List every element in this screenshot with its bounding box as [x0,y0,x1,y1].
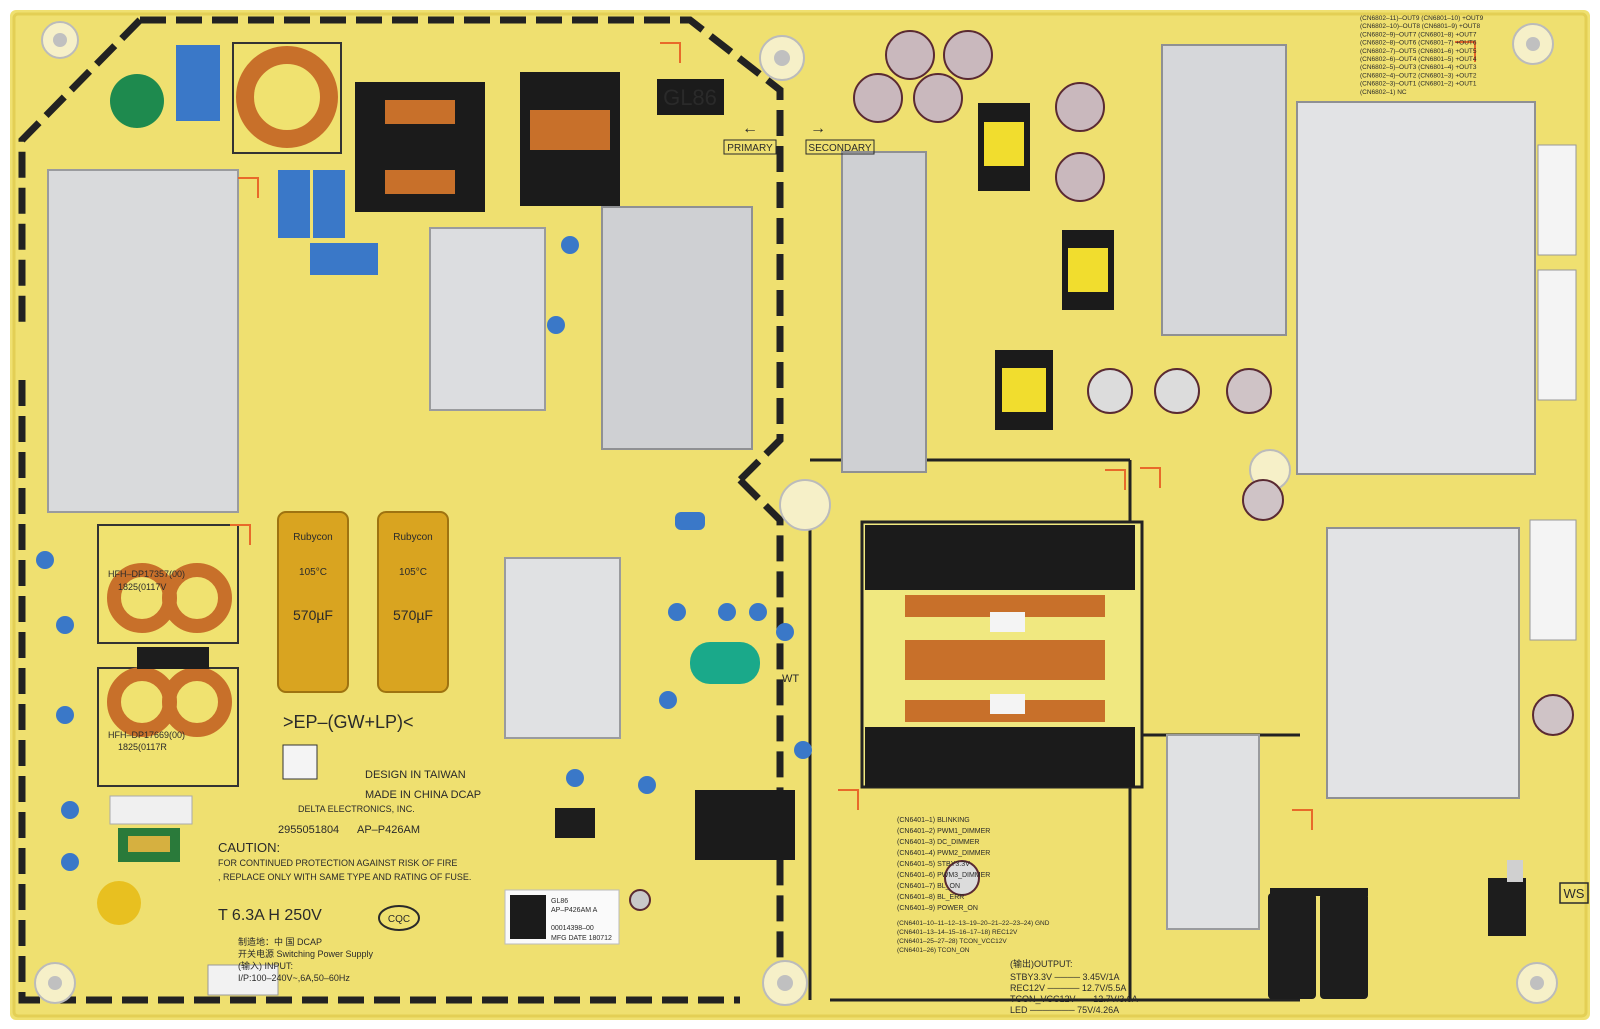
caution-line-1: FOR CONTINUED PROTECTION AGAINST RISK OF… [218,858,457,868]
primary-arrow-icon: ← [742,120,758,137]
cap-temp-1: 105°C [299,567,327,578]
sticker-number: 00014398–00 [551,925,594,932]
small-transformers [695,103,1114,860]
model-badge-bg [657,79,724,115]
heatsink-pfc [429,227,546,411]
output-lines-line: TCON_VCC12V ── 12.7V/3.6A [1010,994,1138,1004]
connector-top-line: (CN6802–5)–OUT3 (CN6801–4) +OUT3 [1360,64,1477,71]
caution-line-2: , REPLACE ONLY WITH SAME TYPE AND RATING… [218,872,471,882]
output-lines-line: STBY3.3V ──── 3.45V/1A [1010,972,1120,982]
ep-code: >EP–(GW+LP)< [283,712,414,732]
misc-components [97,45,1526,996]
connector-mid-line: (CN6401–6) PWM3_DIMMER [897,872,990,879]
sticker-date: MFG DATE 180712 [551,935,612,942]
filter-1-date: 1825(0117V [118,582,166,592]
input-cn: (输入) INPUT: [238,960,293,971]
bulk-capacitors [277,511,1368,999]
connector-mid-list: (CN6401–1) BLINKING (CN6401–2) PWM1_DIMME… [897,817,990,912]
connector-mid-line: (CN6401–5) STBY3.3V [897,861,970,868]
cap-brand-2: Rubycon [393,532,432,543]
cap-temp-2: 105°C [399,567,427,578]
transformers [355,72,1144,789]
connector-mid-line: (CN6401–7) BL_ON [897,883,960,890]
ws-mark: WS [1564,886,1585,901]
mounting-holes [34,21,1558,1006]
white-output-connectors [1529,144,1577,641]
connector-bottom-line: (CN6401–10–11–12–13–19–20–21–22–23–24) G… [897,920,1050,927]
connector-mid-line: (CN6401–8) BL_ERR [897,894,964,901]
heatsinks [47,44,1536,930]
connector-mid-line: (CN6401–1) BLINKING [897,817,970,824]
connector-mid-line: (CN6401–9) POWER_ON [897,905,978,912]
made-label: MADE IN CHINA DCAP [365,789,481,801]
connector-bottom-line: (CN6401–13–14–15–16–17–18) REC12V [897,929,1018,936]
connector-bottom-list: (CN6401–10–11–12–13–19–20–21–22–23–24) G… [897,920,1050,954]
heatsink-hs4 [504,557,621,739]
toroid-chokes [97,42,342,862]
connector-top-line: (CN6802–11)–OUT9 (CN6801–10) +OUT9 [1360,15,1484,22]
sticker-model: GL86 [551,898,568,905]
caution-title: CAUTION: [218,840,280,855]
fuse-rating: T 6.3A H 250V [218,907,322,924]
capacitor-markings: Rubycon 570µF 105°C Rubycon 570µF 105°C [293,532,433,623]
design-label: DESIGN IN TAIWAN [365,769,466,781]
output-title: (输出)OUTPUT: [1010,958,1073,969]
connector-top-line: (CN6802–7)–OUT5 (CN6801–6) +OUT5 [1360,48,1477,55]
secondary-arrow-icon: → [810,120,826,137]
switching-label: 开关电源 Switching Power Supply [238,948,374,959]
heatsink-secondary-main [841,151,927,473]
ap-model: AP–P426AM [357,824,420,836]
connector-mid-line: (CN6401–4) PWM2_DIMMER [897,850,990,857]
electrolytic-capacitors [629,30,1574,911]
connector-top-line: (CN6802–3)–OUT1 (CN6801–2) +OUT1 [1360,81,1477,88]
cap-value-1: 570µF [293,607,333,623]
heatsink-output-large [1296,101,1536,475]
connector-top-list: (CN6802–11)–OUT9 (CN6801–10) +OUT9(CN680… [1360,15,1484,96]
connector-mid-line: (CN6401–3) DC_DIMMER [897,839,979,846]
cap-brand-1: Rubycon [293,532,332,543]
made-cn: 制造地：中 国 DCAP [238,936,322,947]
heatsink-input-bridge [47,169,239,513]
connector-top-line: (CN6802–8)–OUT6 (CN6801–7) +OUT6 [1360,40,1477,47]
model-badge: GL86 [663,85,717,110]
cap-value-2: 570µF [393,607,433,623]
connector-bottom-line: (CN6401–26) TCON_ON [897,947,970,954]
output-lines-line: REC12V ───── 12.7V/5.5A [1010,983,1126,993]
input-rating: I/P:100–240V~,6A,50–60Hz [238,973,350,983]
heatsink-output-a [1161,44,1287,336]
sticker-qr [510,895,546,939]
part-number: 2955051804 [278,824,339,836]
output-lines-line: LED ─────── 75V/4.26A [1010,1005,1119,1015]
cqc-mark: CQC [388,914,410,925]
filter-2-date: 1825(0117R [118,742,167,752]
connector-top-line: (CN6802–9)–OUT7 (CN6801–8) +OUT7 [1360,31,1477,38]
connector-top-line: (CN6802–1) NC [1360,89,1407,96]
heatsink-primary-main [601,206,753,450]
connector-bottom-line: (CN6401–25–27–28) TCON_VCC12V [897,938,1007,945]
filter-1-label: HFH–DP17357(00) [108,569,185,579]
primary-label: PRIMARY [727,143,773,154]
filter-2-label: HFH–DP17669(00) [108,730,185,740]
sticker-ap: AP–P426AM A [551,907,598,914]
qr-code-board [282,744,318,780]
wt-mark: WT [782,673,799,685]
heatsink-led-driver [1326,527,1520,799]
secondary-label: SECONDARY [808,143,871,154]
pcb-edge [12,12,1588,1018]
orange-corner-marks [230,41,1476,830]
heatsink-hs5 [1166,734,1260,930]
delta-label: DELTA ELECTRONICS, INC. [298,804,415,814]
connector-top-line: (CN6802–10)–OUT8 (CN6801–9) +OUT8 [1360,23,1481,30]
small-blue-capacitors [36,236,812,871]
connector-top-line: (CN6802–6)–OUT4 (CN6801–5) +OUT4 [1360,56,1477,63]
connector-mid-line: (CN6401–2) PWM1_DIMMER [897,828,990,835]
connector-top-line: (CN6802–4)–OUT2 (CN6801–3) +OUT2 [1360,72,1477,79]
